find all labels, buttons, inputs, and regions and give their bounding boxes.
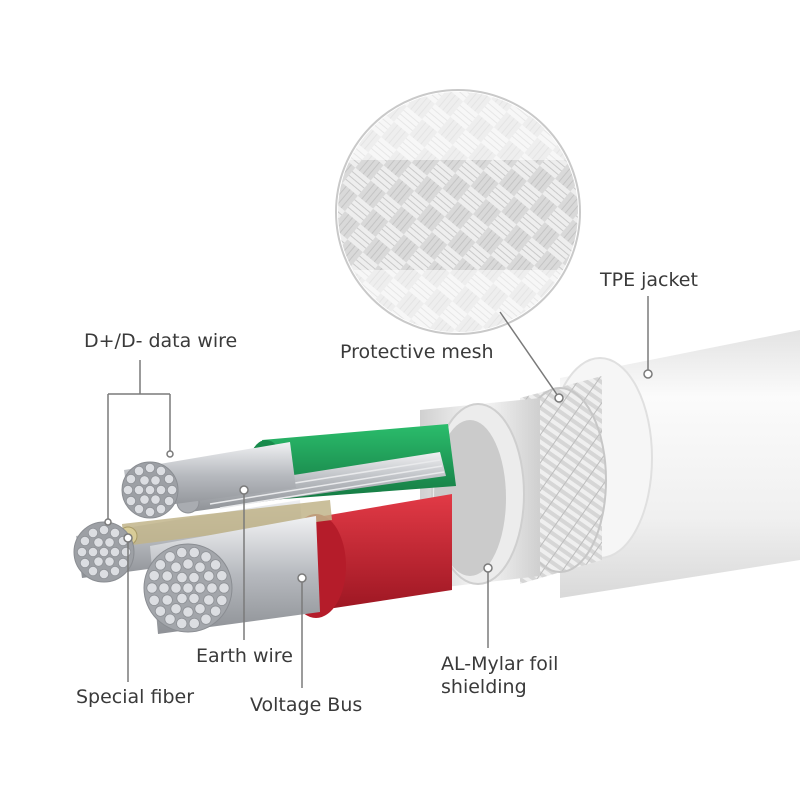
strand-end [104, 537, 115, 548]
strand-end [163, 473, 175, 485]
strand-end [139, 475, 150, 486]
strand-end [203, 594, 215, 606]
strand-end [154, 559, 167, 571]
strand-end [194, 603, 206, 615]
strand-end [120, 546, 132, 558]
strand-end [182, 582, 194, 594]
strand-end [87, 527, 99, 539]
strand-end [146, 582, 158, 594]
strand-end [216, 594, 228, 606]
strand-end [133, 503, 145, 515]
strand-end [200, 613, 212, 625]
strand-end [117, 557, 129, 569]
strand-end [144, 484, 156, 496]
strand-end [133, 484, 145, 496]
strand-end [148, 570, 160, 582]
strand-end [104, 556, 115, 567]
al-mylar-foil-label-line1: AL-Mylar foil [441, 653, 559, 675]
strand-end [122, 484, 134, 496]
strand-end [194, 582, 206, 594]
strand-end [125, 495, 137, 507]
strand-end [155, 484, 167, 496]
strand-end [144, 462, 156, 474]
strand-end [148, 594, 160, 606]
strand-end [203, 570, 215, 582]
strand-end [79, 535, 91, 547]
strand-end [164, 551, 176, 563]
special-fiber-label: Special fiber [76, 686, 195, 708]
strand-end [170, 582, 182, 594]
strand-end [161, 594, 173, 606]
strand-end [170, 561, 182, 573]
strand-end [109, 546, 121, 558]
strand-end [87, 565, 99, 577]
strand-end [200, 551, 212, 563]
strand-end [98, 568, 110, 580]
strand-end [109, 565, 121, 577]
strand-end [170, 603, 182, 615]
strand-end [188, 617, 200, 630]
strand-end [144, 506, 156, 518]
strand-end [133, 465, 145, 477]
strand-end [176, 592, 188, 604]
strand-end [93, 556, 104, 567]
strand-end [155, 503, 167, 515]
strand-end [188, 592, 200, 604]
strand-end [150, 494, 161, 505]
strand-end [194, 561, 206, 573]
strand-end [209, 605, 222, 617]
strand-end [176, 572, 188, 584]
strand-end [154, 605, 167, 617]
strand-end [206, 582, 218, 594]
strand-end [182, 606, 194, 618]
leader-lines [104, 296, 653, 688]
tpe-jacket-label: TPE jacket [600, 269, 698, 291]
strand-end [209, 559, 222, 571]
data-wire-label: D+/D- data wire [84, 330, 238, 352]
wire-end-faces [73, 461, 233, 633]
earth-wire-label: Earth wire [196, 645, 293, 667]
strand-end [93, 537, 104, 548]
strand-end [76, 546, 88, 558]
al-mylar-foil-label-line2: shielding [441, 676, 527, 698]
voltage-bus-label: Voltage Bus [250, 694, 363, 716]
al-mylar-foil-label: AL-Mylar foil shielding [441, 653, 558, 699]
strand-end [87, 546, 99, 558]
strand-end [218, 582, 230, 594]
strand-end [98, 524, 110, 536]
strand-end [139, 494, 150, 505]
mesh-leader [499, 311, 559, 397]
strand-end [176, 617, 188, 630]
strand-end [161, 570, 173, 582]
strand-end [150, 475, 161, 486]
strand-end [188, 546, 200, 559]
strand-end [155, 465, 167, 477]
strand-end [158, 582, 170, 594]
data-wire-bracket [107, 360, 171, 520]
mesh-magnifier [335, 89, 581, 335]
strand-end [216, 570, 228, 582]
strand-end [125, 473, 137, 485]
strand-end [188, 572, 200, 584]
strand-end [182, 558, 194, 570]
strand-end [163, 495, 175, 507]
strand-end [176, 546, 188, 559]
strand-end [98, 546, 110, 558]
strand-end [166, 484, 178, 496]
protective-mesh-label: Protective mesh [340, 341, 494, 363]
strand-end [164, 613, 176, 625]
strand-end [109, 527, 121, 539]
strand-end [79, 557, 91, 569]
